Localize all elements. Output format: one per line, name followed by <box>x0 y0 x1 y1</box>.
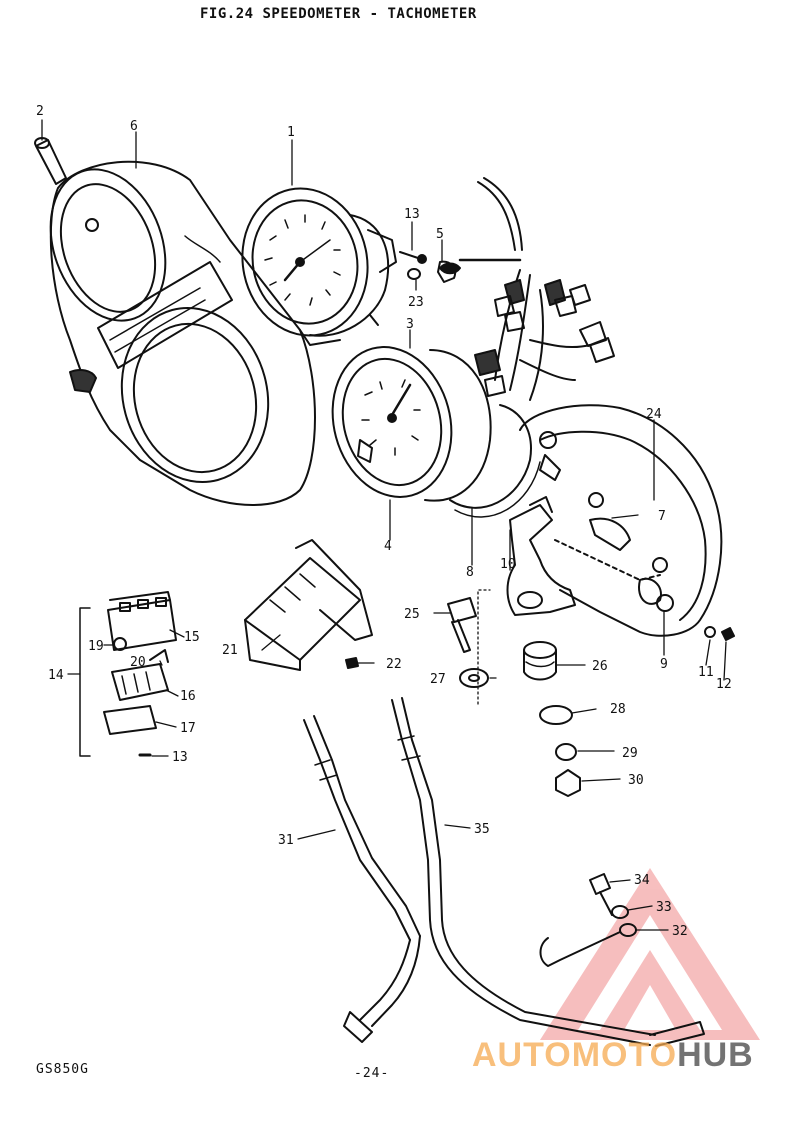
callout-24: 24 <box>646 407 662 422</box>
part-28-washer <box>540 706 572 724</box>
part-4-tachometer <box>316 334 490 511</box>
callout-21: 21 <box>222 643 238 658</box>
callout-9: 9 <box>660 657 668 672</box>
callout-25: 25 <box>404 607 420 622</box>
part-22-screw <box>346 658 358 668</box>
callout-1: 1 <box>287 125 295 140</box>
callout-13-lower: 13 <box>172 750 188 765</box>
part-1-speedometer <box>229 177 396 348</box>
figure-title: FIG.24 SPEEDOMETER - TACHOMETER <box>200 6 477 22</box>
callout-6: 6 <box>130 119 138 134</box>
callout-4: 4 <box>384 539 392 554</box>
callout-19: 19 <box>88 639 104 654</box>
callout-10: 10 <box>500 557 516 572</box>
callout-7: 7 <box>658 509 666 524</box>
part-5-clamp <box>438 262 455 282</box>
part-2-bulb <box>35 138 66 184</box>
part-27-hole <box>469 675 479 681</box>
callout-31: 31 <box>278 833 294 848</box>
bracket-14 <box>80 608 90 756</box>
leader-lines <box>42 120 726 930</box>
callout-30: 30 <box>628 773 644 788</box>
part-13-screw <box>400 252 426 263</box>
part-10-bracket <box>508 497 661 615</box>
part-21-cover <box>245 540 372 670</box>
callout-11: 11 <box>698 665 714 680</box>
part-34-shank <box>600 892 612 915</box>
part-29-spring-washer <box>556 744 576 760</box>
part-12-nut <box>722 628 734 640</box>
part-17-panel <box>104 706 156 734</box>
callout-33: 33 <box>656 900 672 915</box>
callout-8: 8 <box>466 565 474 580</box>
callout-34: 34 <box>634 873 650 888</box>
part-33-washer <box>612 906 628 918</box>
part-19-bulb <box>114 638 126 650</box>
callout-numbers: 2 6 1 13 5 23 3 4 8 24 7 10 9 11 12 25 2… <box>36 104 732 939</box>
callout-22: 22 <box>386 657 402 672</box>
callout-23: 23 <box>408 295 424 310</box>
part-30-nut <box>556 770 580 796</box>
part-25-bolt <box>448 598 476 652</box>
part-11-washer <box>705 627 715 637</box>
callout-17: 17 <box>180 721 196 736</box>
callout-35: 35 <box>474 822 490 837</box>
part-27-washer <box>460 669 488 687</box>
wiring-harness <box>440 178 614 400</box>
part-8-gasket <box>450 405 540 517</box>
watermark-brand-b: HUB <box>677 1036 754 1074</box>
model-code: GS850G <box>36 1062 89 1077</box>
part-20-socket <box>150 650 168 662</box>
callout-16: 16 <box>180 689 196 704</box>
page-number: -24- <box>354 1066 390 1081</box>
part-15-indicator-holder <box>108 592 176 650</box>
callout-26: 26 <box>592 659 608 674</box>
callout-32: 32 <box>672 924 688 939</box>
part-26-cushion <box>524 642 556 680</box>
part-34-bolt <box>590 874 610 894</box>
callout-5: 5 <box>436 227 444 242</box>
callout-12: 12 <box>716 677 732 692</box>
callout-27: 27 <box>430 672 446 687</box>
callout-3: 3 <box>406 317 414 332</box>
watermark-text: AUTOMOTOHUB <box>472 1036 754 1075</box>
callout-13: 13 <box>404 207 420 222</box>
watermark-brand-a: AUTOMOTO <box>472 1036 678 1074</box>
callout-20: 20 <box>130 655 146 670</box>
callout-29: 29 <box>622 746 638 761</box>
part-35-tachometer-cable <box>392 698 704 1046</box>
part-6-meter-housing <box>31 153 315 505</box>
watermark-logo <box>540 868 760 1040</box>
callout-14: 14 <box>48 668 64 683</box>
callout-2: 2 <box>36 104 44 119</box>
part-9-grommet <box>657 595 673 611</box>
part-31-speedometer-cable <box>304 716 420 1042</box>
callout-28: 28 <box>610 702 626 717</box>
part-23-washer <box>408 269 420 279</box>
callout-15: 15 <box>184 630 200 645</box>
part-24-base-plate <box>520 405 721 636</box>
part-16-lens <box>112 664 168 700</box>
